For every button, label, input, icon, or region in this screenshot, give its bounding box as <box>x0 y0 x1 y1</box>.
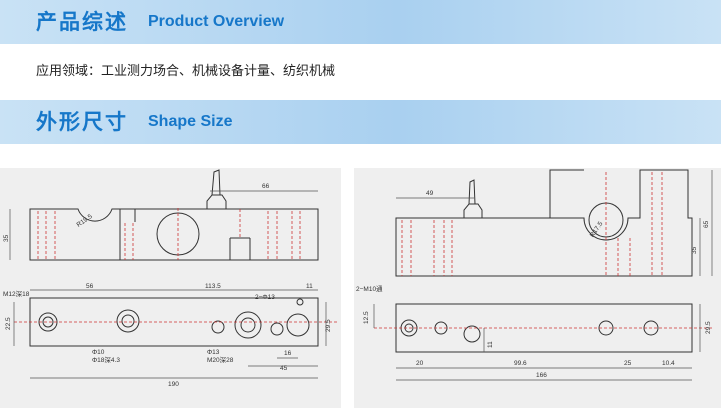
right-dim-11: 11 <box>487 341 494 348</box>
left-dim-2phi13: 2−Φ13 <box>255 294 275 301</box>
right-dim-r17: R17.5 <box>589 220 605 239</box>
right-dim-12-5: 12.5 <box>363 311 370 324</box>
left-dim-11: 11 <box>306 283 313 290</box>
left-dim-m12: M12深18 <box>3 289 30 298</box>
right-dim-99-6: 99.6 <box>514 360 527 367</box>
left-dim-113-5: 113.5 <box>205 283 221 290</box>
right-drawing-panel: 49 R17.5 35 65 2−M10通 12.5 11 20 99.6 25… <box>354 168 721 408</box>
right-technical-drawing: 49 R17.5 35 65 2−M10通 12.5 11 20 99.6 25… <box>356 169 714 381</box>
left-dim-56: 56 <box>86 283 94 290</box>
overview-title-cn: 产品综述 <box>36 10 128 34</box>
right-dim-m10: 2−M10通 <box>356 284 383 293</box>
right-dim-10-4: 10.4 <box>662 360 675 367</box>
left-dim-45: 45 <box>280 365 288 372</box>
left-dim-16: 16 <box>284 350 292 357</box>
right-dim-20: 20 <box>416 360 424 367</box>
overview-title-en: Product Overview <box>148 13 285 30</box>
right-dim-35: 35 <box>691 246 698 254</box>
left-dim-phi10-c: Φ18深4.3 <box>92 355 120 364</box>
left-dim-35: 35 <box>3 234 10 242</box>
right-side-view-outline <box>395 169 693 277</box>
left-dim-phi13-c: M20深28 <box>207 355 234 364</box>
right-dim-49: 49 <box>426 190 434 197</box>
left-drawing-panel: 66 35 R19.5 M12深18 56 113.5 2−Φ13 11 22.… <box>0 168 341 408</box>
right-dim-29-5: 29.5 <box>705 321 712 334</box>
left-side-view-outline <box>29 208 121 261</box>
shape-title-cn: 外形尺寸 <box>36 110 128 134</box>
overview-banner: 产品综述 Product Overview <box>0 0 721 44</box>
left-technical-drawing: 66 35 R19.5 M12深18 56 113.5 2−Φ13 11 22.… <box>3 169 338 388</box>
left-dim-29-5: 29.5 <box>325 319 332 332</box>
left-dim-side: 22.5 <box>5 317 12 330</box>
left-dim-phi10: Φ10 <box>92 349 105 356</box>
shape-title-en: Shape Size <box>148 113 233 130</box>
shape-banner: 外形尺寸 Shape Size <box>0 100 721 144</box>
right-dim-25: 25 <box>624 360 632 367</box>
left-dim-66: 66 <box>262 183 270 190</box>
right-dim-166: 166 <box>536 372 547 379</box>
left-dim-190: 190 <box>168 381 179 388</box>
left-dim-phi13: Φ13 <box>207 349 220 356</box>
right-dim-65: 65 <box>703 220 710 228</box>
application-text: 应用领域：工业测力场合、机械设备计量、纺织机械 <box>36 64 336 79</box>
